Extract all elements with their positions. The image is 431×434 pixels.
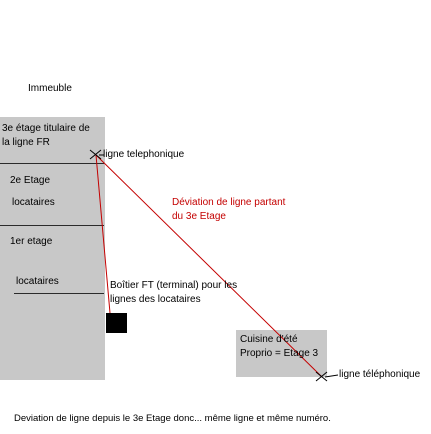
ft-terminal-box xyxy=(106,313,127,333)
phone-line-bottom-label: ligne téléphonique xyxy=(339,369,421,380)
floor-divider-3-2 xyxy=(0,163,104,164)
deviation-label-line2: du 3e Etage xyxy=(172,211,226,222)
floor2-label: 2e Etage xyxy=(10,175,51,186)
terminal-label-line2: lignes des locataires xyxy=(110,294,201,305)
floor2-tenants-label: locataires xyxy=(12,197,55,208)
floor3-label-line1: 3e étage titulaire de xyxy=(2,123,90,134)
building xyxy=(0,117,105,380)
floor-divider-1 xyxy=(14,293,104,294)
floor1-tenants-label: locataires xyxy=(16,276,59,287)
floor-divider-2-1 xyxy=(0,225,104,226)
terminal-label-line1: Boîtier FT (terminal) pour les xyxy=(110,280,238,291)
kitchen-label-line1: Cuisine d'été xyxy=(240,334,298,345)
floor3-label-line2: la ligne FR xyxy=(2,137,50,148)
building-title: Immeuble xyxy=(28,83,72,94)
floor1-label: 1er etage xyxy=(10,236,53,247)
deviation-label-line1: Déviation de ligne partant xyxy=(172,197,286,208)
phone-line-top-label: ligne telephonique xyxy=(103,149,185,160)
caption: Deviation de ligne depuis le 3e Etage do… xyxy=(14,413,331,424)
kitchen-label-line2: Proprio = Etage 3 xyxy=(240,348,319,359)
